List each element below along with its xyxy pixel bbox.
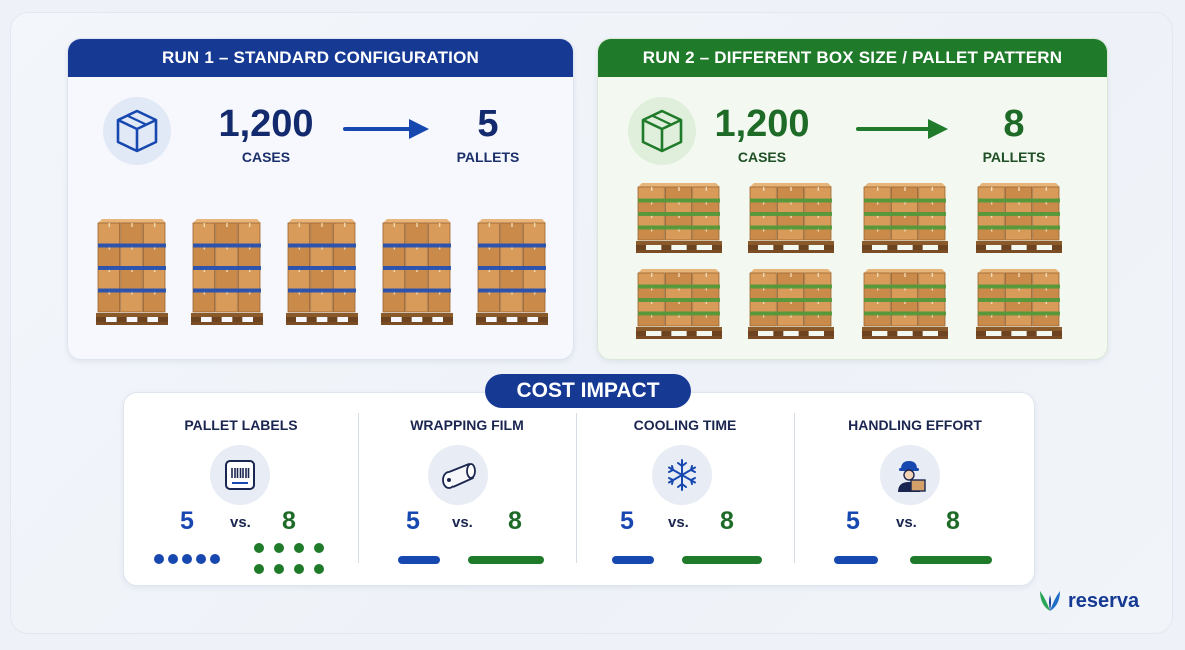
metric-handling-effort: HANDLING EFFORT 5 vs. 8 [794,393,1036,587]
run2-value: 8 [720,507,734,535]
run1-value: 5 [620,507,634,535]
run1-stats: 1,200 CASES 5 PALLETS [68,97,573,177]
pallet [284,217,360,330]
run1-bar [834,556,878,564]
vs-label: vs. [668,514,689,531]
pallet [860,181,950,258]
metric-label: HANDLING EFFORT [848,417,982,433]
run2-dot [254,564,264,574]
run2-panel: RUN 2 – DIFFERENT BOX SIZE / PALLET PATT… [597,38,1108,360]
arrow-right-icon [856,119,948,139]
divider [358,413,359,563]
run2-pallets-unit: PALLETS [982,149,1046,165]
pallet [189,217,265,330]
run1-bar [612,556,654,564]
pallet [974,267,1064,344]
metric-label: WRAPPING FILM [410,417,524,433]
metric-wrapping-film: WRAPPING FILM 5 vs. 8 [358,393,576,587]
run1-pallets-value: 5 [477,103,499,145]
metric-label: COOLING TIME [633,417,737,433]
pallet [746,267,836,344]
metric-pallet-labels: PALLET LABELS 5 vs. 8 [124,393,358,587]
metric-cooling-time: COOLING TIME 5 vs. 8 [576,393,794,587]
run2-dot [294,543,304,553]
worker-icon [880,445,940,505]
cost-impact-title: COST IMPACT [485,374,691,408]
run1-pallets-unit: PALLETS [456,149,520,165]
run1-pallet-group [68,217,573,337]
run2-dot [314,543,324,553]
pallet [474,217,550,330]
run1-cases-value: 1,200 [218,103,314,145]
reserva-leaf-logo [1040,591,1060,611]
run1-title: RUN 1 – STANDARD CONFIGURATION [68,39,573,77]
run1-dot [182,554,192,564]
pallet [634,267,724,344]
box-icon [103,97,171,165]
run1-value: 5 [846,507,860,535]
vs-label: vs. [452,514,473,531]
run1-cases-unit: CASES [241,149,291,165]
run2-dot [274,564,284,574]
pallet [746,181,836,258]
pallet [974,181,1064,258]
run1-bar [398,556,440,564]
run2-cases-value: 1,200 [714,103,810,145]
run2-dot [294,564,304,574]
run2-value: 8 [282,507,296,535]
run2-pallets-value: 8 [1003,103,1025,145]
pallet [860,267,950,344]
run2-bar [910,556,992,564]
run1-panel: RUN 1 – STANDARD CONFIGURATION 1,200 CAS… [67,38,574,360]
vs-label: vs. [896,514,917,531]
snowflake-icon [652,445,712,505]
run2-bar [682,556,762,564]
run2-stats: 1,200 CASES 8 PALLETS [598,97,1107,177]
brand-logo: reserva [1036,586,1139,616]
run2-dot [314,564,324,574]
brand-name: reserva [1068,589,1140,612]
run2-pallet-group [598,179,1107,349]
run1-dot [154,554,164,564]
run2-value: 8 [946,507,960,535]
run1-dot [168,554,178,564]
pallet [379,217,455,330]
run2-cases-unit: CASES [737,149,787,165]
run2-title: RUN 2 – DIFFERENT BOX SIZE / PALLET PATT… [598,39,1107,77]
run1-dot [210,554,220,564]
run2-bar [468,556,544,564]
film-roll-icon [428,445,488,505]
run2-dot [254,543,264,553]
arrow-right-icon [343,119,429,139]
divider [576,413,577,563]
metric-label: PALLET LABELS [184,417,298,433]
cost-impact-panel: PALLET LABELS 5 vs. 8 WRAPPING FILM [123,392,1035,586]
pallet [634,181,724,258]
box-icon [628,97,696,165]
run1-value: 5 [180,507,194,535]
barcode-label-icon [210,445,270,505]
pallet [94,217,170,330]
run1-dot [196,554,206,564]
vs-label: vs. [230,514,251,531]
run1-value: 5 [406,507,420,535]
run2-dot [274,543,284,553]
run2-value: 8 [508,507,522,535]
divider [794,413,795,563]
